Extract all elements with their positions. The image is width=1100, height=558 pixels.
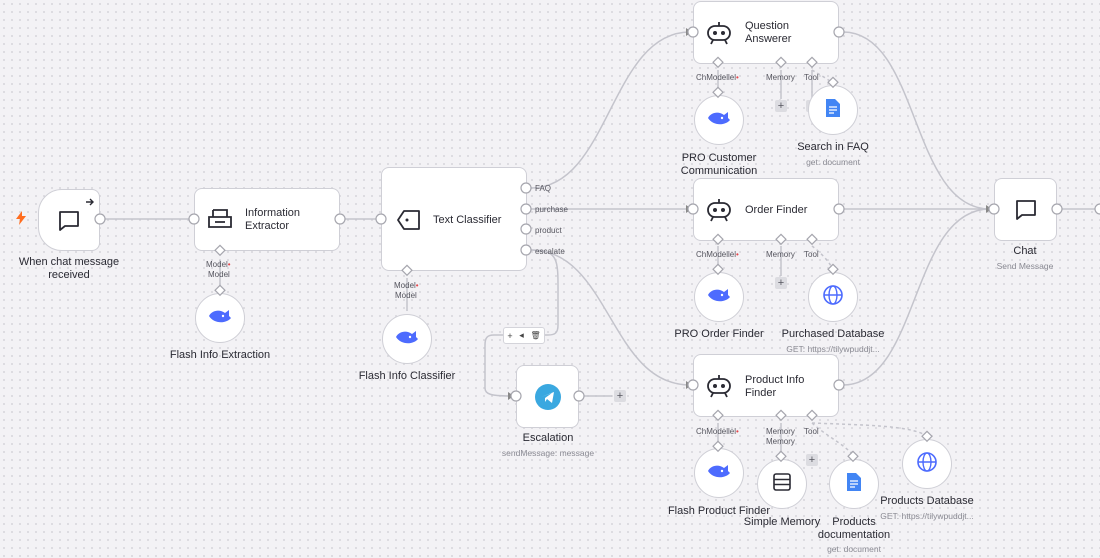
globe-icon (916, 451, 938, 478)
information-extractor-node[interactable]: Information Extractor (194, 188, 340, 251)
flash-product-finder-label: Flash Product Finder (667, 505, 771, 517)
flash-info-classifier-node[interactable] (382, 314, 432, 364)
chat-node[interactable] (994, 178, 1057, 241)
purchased-database-label: Purchased Database (781, 328, 885, 340)
database-icon (772, 472, 792, 497)
wire-faq-question (530, 31, 691, 189)
search-in-faq-node[interactable] (808, 85, 858, 135)
text-classifier-model-port-label-2: Model (395, 291, 417, 300)
pro-customer-label: PRO Customer Communication (680, 152, 758, 177)
wire-product-tool2 (811, 422, 928, 437)
products-database-label: Products Database (880, 495, 974, 507)
whale-icon (707, 287, 731, 308)
products-documentation-sub: get: document (827, 544, 881, 554)
product-tool-port-label: Tool (804, 427, 819, 436)
escalation-label: Escalation (522, 432, 574, 444)
order-tool-port-label: Tool (804, 250, 819, 259)
product-add-tool-button[interactable]: + (806, 454, 818, 466)
flash-info-extraction-node[interactable] (195, 293, 245, 343)
info-extractor-model-port-label-2: Model (208, 270, 230, 279)
whale-icon (395, 329, 419, 350)
qa-tool-port-label: Tool (804, 73, 819, 82)
google-docs-icon (826, 98, 840, 122)
classifier-output-faq: FAQ (535, 184, 552, 193)
chat-label: Chat (1013, 245, 1037, 257)
run-button[interactable]: ◂ (519, 330, 524, 340)
purchased-database-node[interactable] (808, 272, 858, 322)
order-finder-node[interactable]: Order Finder (693, 178, 839, 241)
trash-icon[interactable]: 🗑 (530, 331, 541, 340)
wire-question-chat (842, 31, 991, 210)
purchased-database-sub: GET: https://tilywpuddjt... (786, 344, 880, 354)
wire-productinfo-chat (842, 208, 991, 386)
search-in-faq-sub: get: document (806, 157, 860, 167)
robot-icon (706, 197, 732, 228)
robot-icon (706, 20, 732, 51)
wire-escalate-escalation (484, 249, 559, 397)
trigger-label: When chat message received (18, 256, 120, 281)
classifier-output-escalate: escalate (535, 247, 565, 256)
order-chat-model-port-label: ChModellel• (696, 250, 739, 259)
add-node-button[interactable]: + (507, 330, 513, 341)
question-answerer-node[interactable]: Question Answerer (693, 1, 839, 64)
whale-icon (707, 463, 731, 484)
simple-memory-label: Simple Memory (743, 516, 821, 528)
text-classifier-node[interactable]: Text Classifier (381, 167, 527, 271)
wire-product-productinfo (530, 249, 691, 386)
information-extractor-title: Information Extractor (245, 207, 301, 232)
product-memory-port-label-2: Memory (766, 437, 795, 446)
product-info-finder-title: Product Info Finder (745, 374, 805, 399)
order-memory-port-label: Memory (766, 250, 795, 259)
product-memory-port-label: Memory (766, 427, 795, 436)
products-documentation-label: Products documentation (817, 516, 891, 541)
chat-bubble-icon (1014, 198, 1038, 227)
products-documentation-node[interactable] (829, 459, 879, 509)
pro-customer-communication-node[interactable] (694, 95, 744, 145)
pro-order-finder-node[interactable] (694, 272, 744, 322)
flash-info-extraction-label: Flash Info Extraction (169, 349, 271, 361)
qa-chat-model-port-label: ChModellel• (696, 73, 739, 82)
qa-add-memory-button[interactable]: + (775, 100, 787, 112)
document-extract-icon (207, 207, 233, 238)
order-add-memory-button[interactable]: + (775, 277, 787, 289)
order-finder-title: Order Finder (745, 204, 808, 216)
trigger-node-when-chat-message-received[interactable] (38, 189, 100, 251)
whale-icon (707, 110, 731, 131)
question-answerer-title: Question Answerer (745, 20, 792, 45)
google-docs-icon (847, 472, 861, 496)
products-database-node[interactable] (902, 439, 952, 489)
classifier-output-purchase: purchase (535, 205, 568, 214)
escalation-add-next-button[interactable]: + (614, 390, 626, 402)
text-classifier-title: Text Classifier (433, 214, 502, 226)
product-info-finder-node[interactable]: Product Info Finder (693, 354, 839, 417)
flash-product-finder-node[interactable] (694, 448, 744, 498)
search-in-faq-label: Search in FAQ (797, 141, 869, 153)
chat-bubble-icon (57, 209, 81, 238)
info-extractor-model-port-label: Model• (206, 260, 231, 269)
robot-icon (706, 373, 732, 404)
simple-memory-node[interactable] (757, 459, 807, 509)
escalation-node[interactable] (516, 365, 579, 428)
escalation-sub: sendMessage: message (501, 448, 595, 458)
products-database-sub: GET: https://tilywpuddjt... (880, 511, 974, 521)
whale-icon (208, 308, 232, 329)
trigger-bolt-icon (16, 211, 26, 230)
connection-toolbar: + ◂ 🗑 (503, 327, 545, 344)
pro-order-finder-label: PRO Order Finder (674, 328, 764, 340)
chat-sub: Send Message (996, 261, 1054, 271)
product-chat-model-port-label: ChModellel• (696, 427, 739, 436)
qa-memory-port-label: Memory (766, 73, 795, 82)
text-classifier-model-port-label: Model• (394, 281, 419, 290)
wire-order-tool (811, 245, 834, 271)
tag-icon (396, 209, 422, 236)
arrow-right-icon (85, 194, 95, 212)
flash-info-classifier-label: Flash Info Classifier (358, 370, 456, 382)
classifier-output-product: product (535, 226, 562, 235)
wire-qa-faq (811, 69, 834, 85)
globe-icon (822, 284, 844, 311)
telegram-icon (535, 384, 561, 415)
